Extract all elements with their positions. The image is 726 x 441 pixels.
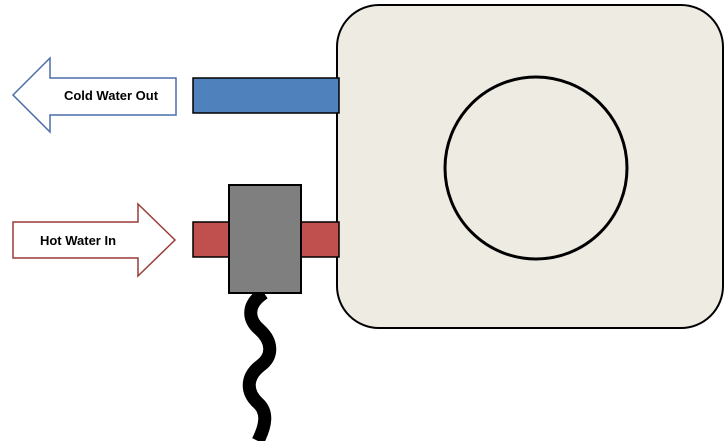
hot-water-in-label: Hot Water In	[40, 233, 116, 248]
unit-body	[336, 4, 724, 329]
unit-dial	[443, 75, 629, 261]
sensor-cable	[242, 287, 277, 441]
sensor-block	[228, 184, 302, 294]
left-arrow-icon	[11, 56, 177, 134]
right-arrow-icon	[12, 202, 177, 278]
cold-water-out-label: Cold Water Out	[64, 88, 159, 103]
cold-water-pipe	[192, 77, 340, 114]
hot-water-in-arrow: Hot Water In	[12, 202, 177, 278]
cold-water-out-arrow: Cold Water Out	[11, 56, 177, 134]
